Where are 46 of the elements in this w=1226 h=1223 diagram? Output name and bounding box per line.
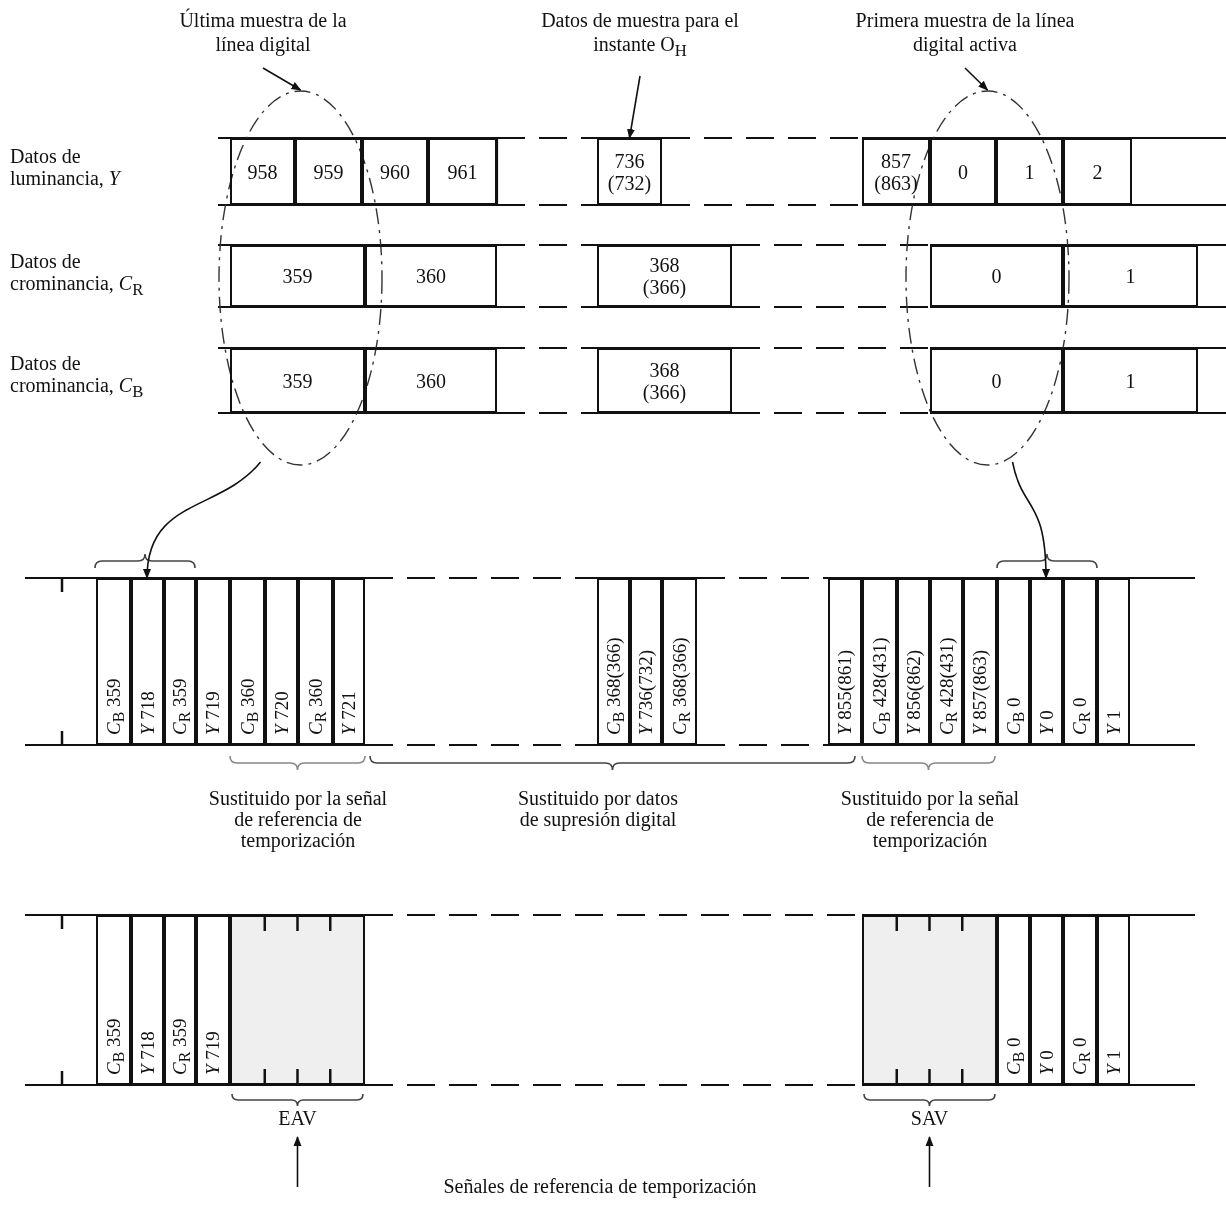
sample-cell: Y 720	[265, 578, 298, 745]
sample-cell: Y 0	[1030, 578, 1063, 745]
note-text: Sustituido por la señal de referencia de temporización	[207, 788, 389, 851]
sample-cell: Y 719	[196, 578, 230, 745]
arrow	[293, 1136, 302, 1188]
sample-cell: Y 718	[131, 578, 164, 745]
row-label: Datos de crominancia, C$_{R}$	[10, 250, 145, 301]
arrow	[143, 461, 262, 579]
timing-reference-block	[230, 915, 365, 1085]
sample-cell: Y 719	[196, 915, 230, 1085]
block-caption: EAV	[277, 1107, 318, 1131]
sample-cell: 1	[1063, 348, 1198, 413]
arrow	[627, 75, 641, 139]
row-label: Datos de crominancia, C$_{B}$	[10, 352, 145, 403]
sample-cell: 360	[365, 348, 497, 413]
sample-cell: 961	[428, 138, 497, 205]
sample-cell: 1	[1063, 245, 1198, 307]
note-text: Sustituido por la señal de referencia de temporización	[839, 788, 1021, 851]
sample-cell: Y 736(732)	[630, 578, 662, 745]
sample-cell: 360	[365, 245, 497, 307]
sample-cell: 960	[362, 138, 428, 205]
sample-cell: Y 857(863)	[963, 578, 997, 745]
sample-cell: Y 1	[1097, 578, 1130, 745]
note-text: Sustituido por datos de supresión digital	[517, 788, 679, 830]
row-label: Datos de luminancia, Y	[10, 145, 123, 189]
sample-cell: Y 855(861)	[828, 578, 862, 745]
sample-cell: 368 (366)	[597, 348, 732, 413]
arrow	[1011, 461, 1050, 579]
sample-cell: 736 (732)	[597, 138, 662, 205]
sample-cell: Y 718	[131, 915, 164, 1085]
sample-cell: 857 (863)	[862, 138, 930, 205]
sample-cell: 368 (366)	[597, 245, 732, 307]
sample-cell: Y 1	[1097, 915, 1130, 1085]
arrow	[925, 1136, 934, 1188]
annotation-text: Datos de muestra para el instante O$_{H}$	[540, 8, 740, 72]
block-caption: SAV	[909, 1107, 950, 1131]
sample-cell: Y 856(862)	[897, 578, 930, 745]
arrow	[964, 67, 989, 91]
sample-cell: 2	[1063, 138, 1132, 205]
caption-text: Señales de referencia de temporización	[442, 1176, 758, 1197]
sample-cell: Y 0	[1030, 915, 1063, 1085]
annotation-text: Primera muestra de la línea digital activa	[845, 8, 1085, 64]
sample-cell: Y 721	[333, 578, 365, 745]
annotation-text: Última muestra de la línea digital	[178, 8, 348, 64]
timing-reference-block	[862, 915, 997, 1085]
arrow	[262, 67, 302, 91]
